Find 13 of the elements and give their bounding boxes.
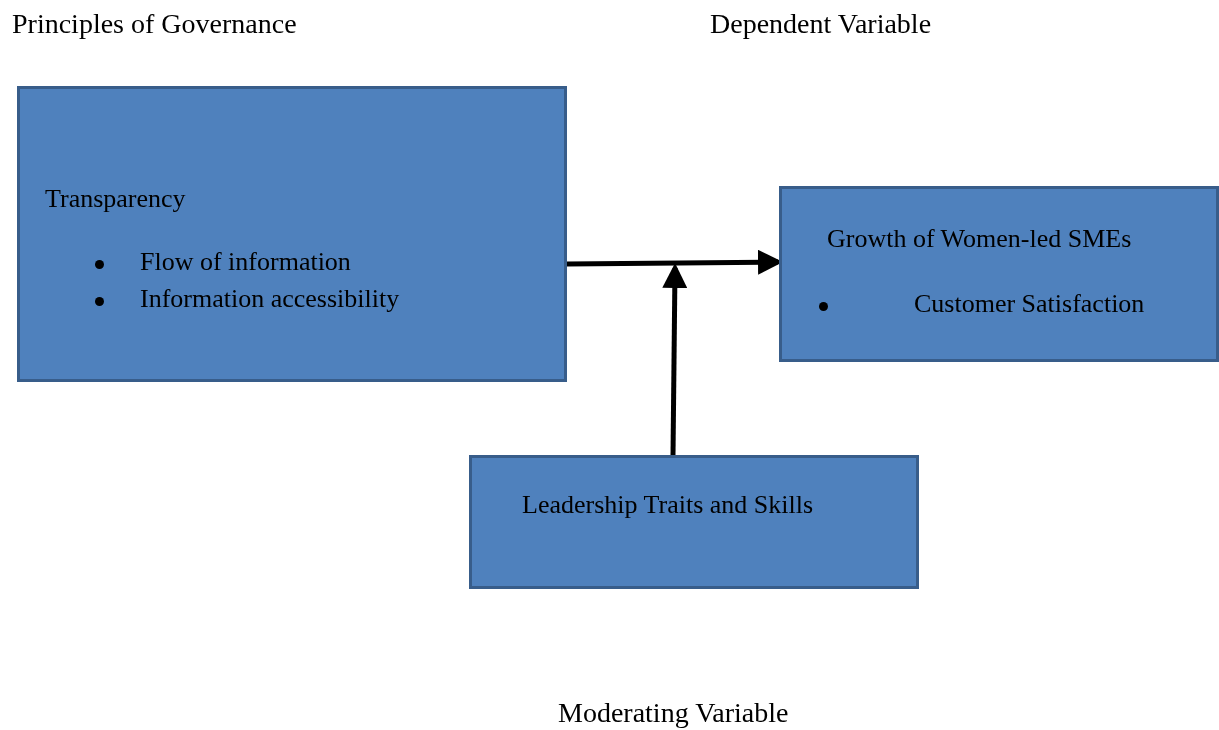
node-heading: Transparency — [45, 184, 186, 214]
variable-box — [779, 186, 1219, 362]
section-heading: Moderating Variable — [558, 697, 789, 729]
section-heading: Dependent Variable — [710, 8, 932, 40]
bullet-text: Information accessibility — [140, 284, 400, 314]
variable-box — [469, 455, 919, 589]
bullet-text: Flow of information — [140, 247, 351, 277]
section-heading: Principles of Governance — [12, 8, 297, 40]
node-heading: Growth of Women-led SMEs — [827, 224, 1132, 254]
bullet-text: Customer Satisfaction — [914, 289, 1145, 319]
node-label: Leadership Traits and Skills — [522, 490, 814, 520]
variable-box — [17, 86, 567, 382]
arrow — [662, 263, 688, 456]
